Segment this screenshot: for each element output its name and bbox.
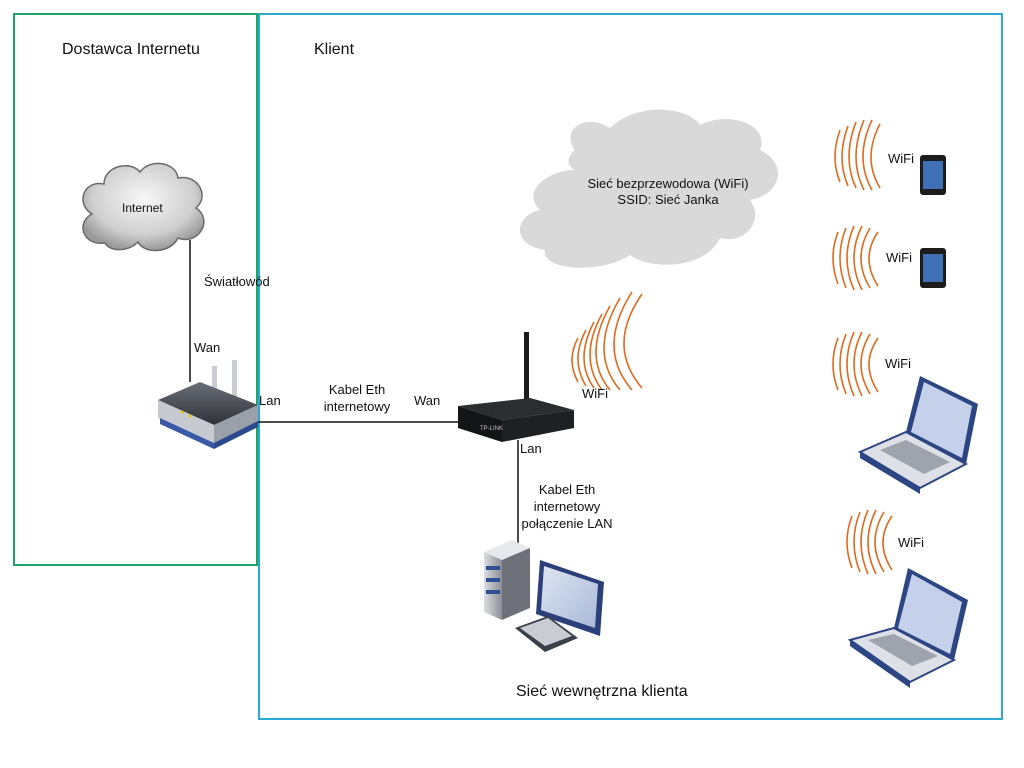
fiber-label: Światłowód	[204, 274, 270, 289]
wifi-cloud-line2: SSID: Sieć Janka	[617, 192, 719, 207]
router-icon: TP-LINK	[458, 332, 574, 442]
tablet1-icon	[920, 155, 946, 195]
eth-cable-label-line2: internetowy	[323, 399, 391, 414]
provider-title: Dostawca Internetu	[62, 41, 200, 58]
router-brand-label: TP-LINK	[480, 426, 503, 432]
modem-icon	[158, 360, 258, 449]
tablet1-wifi-label: WiFi	[888, 151, 914, 166]
internal-network-title: Sieć wewnętrzna klienta	[516, 683, 688, 700]
lan-cable-label-line2: internetowy	[533, 499, 601, 514]
laptop1-wifi-label: WiFi	[885, 356, 911, 371]
laptop1-icon	[857, 376, 978, 494]
laptop2-wifi-label: WiFi	[898, 535, 924, 550]
wifi-cloud-line1: Sieć bezprzewodowa (WiFi)	[587, 176, 749, 191]
laptop1-wifi-waves	[832, 331, 879, 397]
tablet2-icon	[920, 248, 946, 288]
internet-cloud-label: Internet	[122, 201, 163, 215]
router-wifi-label: WiFi	[582, 386, 608, 401]
lan-cable-label-line1: Kabel Eth	[538, 482, 596, 497]
internet-cloud-icon	[82, 162, 205, 252]
client-region	[258, 13, 1003, 720]
modem-lan-label: Lan	[259, 393, 281, 408]
tablet1-wifi-waves	[834, 119, 881, 191]
lan-cable-label-line3: połączenie LAN	[521, 516, 613, 531]
laptop2-wifi-waves	[846, 509, 893, 575]
tablet2-wifi-label: WiFi	[886, 250, 912, 265]
laptop2-icon	[847, 568, 968, 688]
wifi-network-cloud	[520, 109, 779, 268]
client-title: Klient	[314, 41, 355, 58]
desktop-computer-icon	[484, 540, 604, 652]
modem-wan-label: Wan	[194, 340, 221, 355]
eth-cable-label-line1: Kabel Eth	[328, 382, 386, 397]
router-lan-label: Lan	[520, 441, 542, 456]
router-wan-label: Wan	[414, 393, 441, 408]
tablet2-wifi-waves	[832, 225, 879, 291]
router-wifi-waves	[571, 291, 643, 391]
provider-region	[13, 13, 258, 566]
